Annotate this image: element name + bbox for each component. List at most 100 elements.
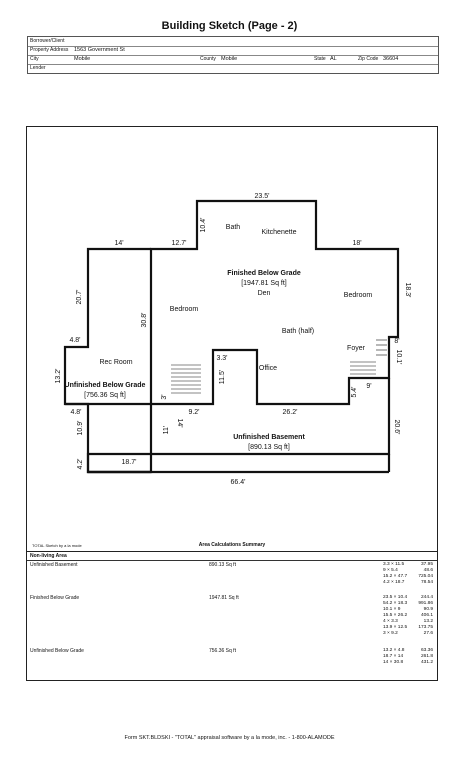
calc-line: 13.2 × 4.8 63.36 xyxy=(383,648,433,654)
calc-expr: 3.3 × 11.5 xyxy=(383,562,405,567)
dim-label: 13.2' xyxy=(55,369,62,384)
state-value: AL xyxy=(330,56,337,62)
summary-heading: Area Calculations Summary xyxy=(198,542,266,548)
dim-label: 3.3' xyxy=(216,355,227,362)
dim-label: 10.1' xyxy=(395,350,402,365)
calc-value: 244.4 xyxy=(420,595,433,600)
calc-value: 261.8 xyxy=(420,654,433,659)
calc-value: 63.36 xyxy=(420,648,433,653)
page-title: Building Sketch (Page - 2) xyxy=(161,20,298,32)
calc-value: 37.95 xyxy=(420,562,433,567)
city-label: City xyxy=(30,56,39,62)
room-den: Den xyxy=(258,290,271,297)
dim-label: 4.2' xyxy=(77,458,84,469)
dim-label: 4.8' xyxy=(70,409,81,416)
row-name: Unfinished Basement xyxy=(30,562,78,568)
row-area: 890.13 Sq ft xyxy=(209,562,236,568)
zip-value: 36604 xyxy=(383,56,399,62)
plan-walls xyxy=(63,199,400,474)
row-name: Unfinished Below Grade xyxy=(30,648,84,654)
calc-expr: 14 × 30.8 xyxy=(383,660,404,665)
row-calcs: 23.5 × 10.4 244.4 54.2 × 18.3 991.86 10.1 … xyxy=(383,595,433,637)
calc-line: 3.3 × 11.5 37.95 xyxy=(383,562,433,568)
stairs xyxy=(171,339,387,394)
dim-label: 14' xyxy=(114,240,123,247)
calc-value: 27.6 xyxy=(423,631,433,636)
property-row: Property Address 1563 Government St xyxy=(28,46,438,56)
calc-expr: 18.7 × 14 xyxy=(383,654,404,659)
calc-expr: 4 × 3.3 xyxy=(383,619,398,624)
city-value: Mobile xyxy=(74,56,91,62)
property-label: Property Address xyxy=(30,47,69,53)
finished-title: Finished Below Grade xyxy=(227,270,301,277)
property-value: 1563 Government St xyxy=(74,47,125,53)
calc-expr: 13.2 × 4.8 xyxy=(383,648,405,653)
calc-value: 431.2 xyxy=(420,660,433,665)
calc-expr: 54.2 × 18.3 xyxy=(383,601,408,606)
state-label: State xyxy=(314,56,326,62)
finished-area: [1947.81 Sq ft] xyxy=(241,280,287,287)
row-area: 1947.81 Sq ft xyxy=(209,595,239,601)
room-bedroom-right: Bedroom xyxy=(344,292,373,299)
header-table: Borrower/Client Property Address 1563 Go… xyxy=(27,36,439,74)
basement-title: Unfinished Basement xyxy=(233,434,305,441)
room-kitchenette: Kitchenette xyxy=(261,229,296,236)
dim-label: 30.8' xyxy=(141,313,148,328)
room-bath: Bath xyxy=(226,224,241,231)
dim-label: 18.3' xyxy=(404,283,411,298)
calc-value: 78.54 xyxy=(420,580,433,585)
non-living-label: Non-living Area xyxy=(30,553,67,559)
unfinished-title: Unfinished Below Grade xyxy=(65,382,146,389)
calc-line: 10.1 × 9 90.9 xyxy=(383,607,433,613)
calc-value: 13.2 xyxy=(423,619,433,624)
room-bath-half: Bath (half) xyxy=(282,328,314,335)
calc-value: 991.86 xyxy=(418,601,433,606)
basement-area: [890.13 Sq ft] xyxy=(248,444,290,451)
dim-label: 9' xyxy=(366,383,371,390)
dim-label: 4.8' xyxy=(69,337,80,344)
calc-value: 406.1 xyxy=(420,613,433,618)
dim-label: 26.2' xyxy=(283,409,298,416)
dim-label: 18.7' xyxy=(122,459,137,466)
calc-expr: 10.1 × 9 xyxy=(383,607,401,612)
calc-line: 23.5 × 10.4 244.4 xyxy=(383,595,433,601)
row-name: Finished Below Grade xyxy=(30,595,80,601)
calc-line: 18.7 × 14 261.8 xyxy=(383,654,433,660)
zip-label: Zip Code xyxy=(358,56,379,62)
basement-outline xyxy=(86,378,391,474)
dim-label: 20.7' xyxy=(76,290,83,305)
calc-value: 48.6 xyxy=(423,568,433,573)
row-calcs: 13.2 × 4.8 63.36 18.7 × 14 261.8 14 × 30.8… xyxy=(383,648,433,666)
summary-rule xyxy=(27,560,437,561)
unfinished-area: [756.36 Sq ft] xyxy=(84,392,126,399)
area-summary-table: Non-living Area Unfinished Basement 890.… xyxy=(27,551,437,671)
dim-label: 3' xyxy=(161,394,168,399)
calc-expr: 23.5 × 10.4 xyxy=(383,595,408,600)
borrower-row: Borrower/Client xyxy=(28,37,438,47)
dim-label: 9.2' xyxy=(188,409,199,416)
dim-label: 14' xyxy=(176,418,183,427)
county-value: Mobile xyxy=(221,56,238,62)
dim-label: 10.9' xyxy=(77,421,84,436)
room-bedroom-left: Bedroom xyxy=(170,306,199,313)
dim-label: 12.7' xyxy=(172,240,187,247)
calc-line: 54.2 × 18.3 991.86 xyxy=(383,601,433,607)
calc-value: 90.9 xyxy=(423,607,433,612)
room-foyer: Foyer xyxy=(347,345,366,352)
calc-line: 4 × 3.3 13.2 xyxy=(383,619,433,625)
footer-text: Form SKT.BLDSKI - "TOTAL" appraisal soft… xyxy=(124,735,335,741)
lender-row: Lender xyxy=(28,64,438,73)
dim-label: 66.4' xyxy=(231,479,246,486)
dim-label: 18' xyxy=(352,240,361,247)
county-label: County xyxy=(200,56,216,62)
total-note: TOTAL Sketch by a la mode xyxy=(32,543,82,548)
calc-line: 14 × 30.8 431.2 xyxy=(383,660,433,666)
dim-label: 8' xyxy=(394,338,399,345)
dim-label: 10.4' xyxy=(200,218,207,233)
